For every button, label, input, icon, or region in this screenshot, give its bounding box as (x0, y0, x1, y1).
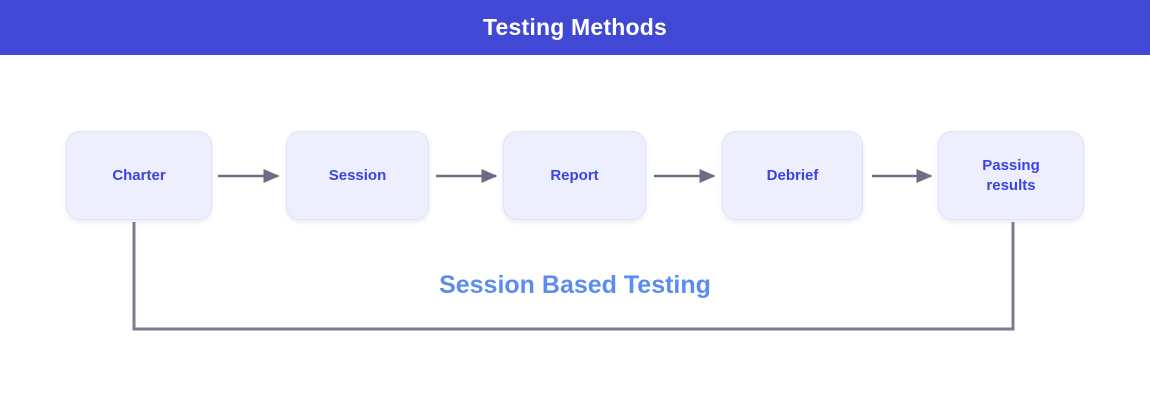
flow-node-label: Debrief (766, 166, 819, 184)
page-header: Testing Methods (0, 0, 1150, 55)
page-title: Testing Methods (482, 14, 667, 40)
feedback-loop-caption: Session Based Testing (439, 271, 711, 299)
flow-node-label: Charter (112, 166, 166, 184)
flow-node-label: Session (328, 166, 387, 184)
diagram-connectors-layer (132, 168, 1015, 331)
flow-node-charter[interactable]: Charter (66, 131, 212, 220)
flow-node-passing-results[interactable]: Passing results (938, 131, 1084, 220)
feedback-loop-path (132, 222, 1015, 331)
flowchart-diagram: Charter Session Report Debrief Passing r… (0, 55, 1150, 406)
flow-node-session[interactable]: Session (286, 131, 429, 220)
flow-node-label: Report (550, 166, 599, 184)
flow-node-report[interactable]: Report (503, 131, 646, 220)
flow-node-label: Passing results (982, 156, 1040, 194)
flow-node-debrief[interactable]: Debrief (722, 131, 863, 220)
